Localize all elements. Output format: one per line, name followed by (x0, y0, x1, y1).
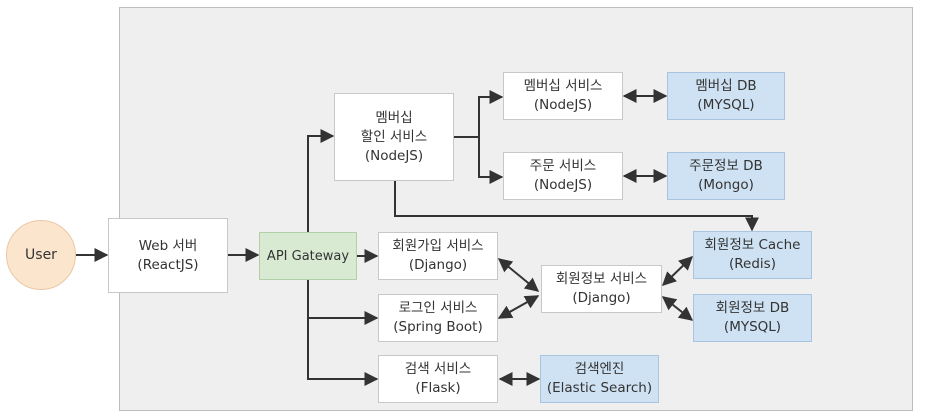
edge-discount-order (478, 137, 504, 184)
membership-db-tech: (MYSQL) (697, 97, 755, 113)
member-db-node: 회원정보 DB (MYSQL) (693, 294, 812, 342)
member-db-name: 회원정보 DB (715, 300, 790, 316)
edge-memberinfo-cache (661, 256, 694, 286)
user-node: User (6, 220, 76, 290)
member-cache-name: 회원정보 Cache (704, 237, 801, 253)
order-db-name: 주문정보 DB (689, 158, 763, 174)
membership-db-node: 멤버십 DB (MYSQL) (667, 72, 785, 120)
order-db-node: 주문정보 DB (Mongo) (667, 152, 785, 200)
edge-gateway-login (307, 280, 379, 325)
api-gateway-label: API Gateway (266, 248, 350, 264)
member-info-service-node: 회원정보 서비스 (Django) (541, 265, 662, 313)
order-service-tech: (NodeJS) (533, 177, 593, 193)
order-db-tech: (Mongo) (698, 177, 754, 193)
edge-memberinfo-db (661, 296, 694, 321)
membership-service-node: 멤버십 서비스 (NodeJS) (503, 72, 623, 120)
membership-service-tech: (NodeJS) (533, 97, 593, 113)
web-server-name: Web 서버 (138, 237, 198, 254)
membership-discount-node: 멤버십 할인 서비스 (NodeJS) (334, 93, 454, 181)
membership-discount-line1: 멤버십 (375, 109, 413, 126)
user-label: User (25, 247, 57, 263)
edge-signup-memberinfo (497, 258, 540, 292)
edge-login-memberinfo (497, 295, 540, 319)
order-service-name: 주문 서비스 (529, 158, 597, 174)
signup-service-tech: (Django) (408, 257, 468, 273)
login-service-tech: (Spring Boot) (393, 319, 483, 335)
signup-service-node: 회원가입 서비스 (Django) (378, 232, 498, 280)
member-db-tech: (MYSQL) (723, 319, 782, 335)
search-service-node: 검색 서비스 (Flask) (378, 355, 498, 403)
membership-db-name: 멤버십 DB (695, 78, 757, 94)
member-cache-node: 회원정보 Cache (Redis) (693, 231, 812, 279)
search-engine-tech: (Elastic Search) (546, 380, 653, 396)
web-server-node: Web 서버 (ReactJS) (108, 218, 228, 293)
order-service-node: 주문 서비스 (NodeJS) (503, 152, 623, 200)
membership-discount-tech: (NodeJS) (364, 147, 424, 164)
edge-discount-cache (394, 181, 759, 232)
member-info-service-name: 회원정보 서비스 (555, 271, 648, 287)
search-engine-name: 검색엔진 (574, 361, 625, 377)
edge-discount-membership (454, 90, 504, 138)
membership-service-name: 멤버십 서비스 (523, 78, 603, 94)
search-engine-node: 검색엔진 (Elastic Search) (540, 355, 659, 403)
edge-gateway-search (307, 318, 379, 386)
api-gateway-node: API Gateway (259, 232, 357, 280)
signup-service-name: 회원가입 서비스 (392, 238, 484, 254)
member-cache-tech: (Redis) (729, 256, 776, 272)
login-service-node: 로그인 서비스 (Spring Boot) (378, 294, 498, 342)
search-service-tech: (Flask) (415, 380, 461, 396)
login-service-name: 로그인 서비스 (398, 300, 478, 316)
membership-discount-line2: 할인 서비스 (360, 128, 428, 145)
edge-gateway-discount (307, 129, 335, 232)
search-service-name: 검색 서비스 (404, 361, 472, 377)
web-server-tech: (ReactJS) (137, 256, 199, 273)
member-info-service-tech: (Django) (572, 290, 631, 306)
